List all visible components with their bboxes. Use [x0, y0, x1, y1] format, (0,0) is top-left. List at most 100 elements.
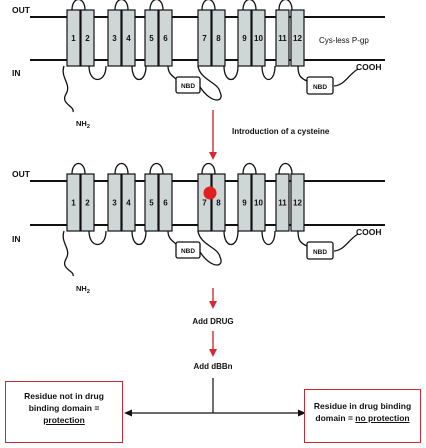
bottom-nbd1-label: NBD [181, 248, 195, 255]
bottom-helix-7-label: 7 [202, 199, 207, 208]
outcome-box-protection: Residue not in drug binding domain = pro… [5, 381, 123, 443]
top-linker [197, 65, 222, 101]
bottom-helix-11 [275, 173, 290, 232]
top-nbd2-link-in [297, 65, 308, 82]
top-helix-11 [275, 9, 290, 67]
bottom-helix-1-label: 1 [71, 199, 76, 208]
top-helix-8-label: 8 [216, 34, 221, 43]
bottom-ecl-6 [278, 162, 293, 175]
top-cooh-tail [333, 68, 359, 87]
top-out-label: OUT [12, 5, 31, 15]
top-nh2-tail [62, 65, 74, 113]
top-nbd1-label: NBD [181, 83, 195, 90]
bottom-out-label: OUT [12, 169, 31, 179]
top-helix-4-label: 4 [126, 34, 131, 43]
outcome-left-line2: binding domain = [28, 403, 100, 413]
top-nbd1-box [175, 76, 201, 94]
bottom-helix-4 [121, 173, 136, 232]
bottom-ecl-3 [149, 162, 164, 175]
top-ecl-3 [149, 0, 164, 11]
bottom-icl-1 [88, 230, 107, 246]
top-helix-7 [197, 9, 212, 67]
bottom-helix-3-label: 3 [112, 199, 117, 208]
top-helix-6-label: 6 [163, 34, 168, 43]
top-helix-3-label: 3 [112, 34, 117, 43]
outcome-right-line1: Residue in drug binding [313, 401, 412, 411]
top-helix-5 [144, 9, 159, 67]
top-helix-7-label: 7 [202, 34, 207, 43]
bottom-helix-9-label: 9 [242, 199, 247, 208]
bottom-helix-12 [290, 173, 305, 232]
top-icl-4 [223, 65, 239, 81]
bottom-helix-4-label: 4 [126, 199, 131, 208]
top-helix-8 [211, 9, 226, 67]
top-helix-5-label: 5 [149, 34, 154, 43]
top-icl-5 [261, 65, 276, 81]
bottom-helix-2 [80, 173, 95, 232]
top-helix-10-label: 10 [254, 34, 263, 43]
top-cooh-label: COOH [356, 62, 382, 72]
bottom-in-label: IN [12, 234, 21, 244]
bottom-icl-2 [131, 230, 147, 246]
top-helix-9 [237, 9, 252, 67]
step-add-drug: Add DRUG [192, 317, 233, 326]
branch-left-arrowhead [124, 409, 132, 417]
bottom-helix-6 [158, 173, 173, 232]
introduced-cysteine-marker [203, 186, 217, 200]
bottom-icl-4 [223, 230, 239, 246]
top-nh2-main: NH [76, 119, 87, 128]
bottom-nh2-subscript: 2 [87, 289, 90, 295]
bottom-cooh-label: COOH [356, 227, 382, 237]
top-ecl-1 [71, 0, 86, 11]
top-helix-2 [80, 9, 95, 67]
top-ecl-4 [201, 0, 216, 11]
outcome-left-line3: protection [43, 415, 85, 425]
top-helix-4 [121, 9, 136, 67]
step-add-dbbn: Add dBBn [193, 362, 232, 371]
bottom-nbd2-link-in [297, 230, 308, 247]
top-helix-12-label: 12 [293, 34, 302, 43]
bottom-helix-8-label: 8 [216, 199, 221, 208]
outcome-right-no-protection: no protection [355, 413, 410, 423]
top-nbd1-link-in [167, 65, 177, 80]
bottom-helix-11-label: 11 [278, 199, 287, 208]
bottom-ecl-2 [114, 162, 129, 175]
top-nh2-label: NH2 [76, 119, 90, 130]
bottom-cooh-tail [333, 233, 359, 252]
top-helix-9-label: 9 [242, 34, 247, 43]
bottom-helix-3 [107, 173, 122, 232]
bottom-ecl-1 [71, 162, 86, 175]
bottom-helix-2-label: 2 [85, 199, 90, 208]
bottom-helix-5 [144, 173, 159, 232]
bottom-ecl-4 [201, 162, 216, 175]
bottom-ecl-5 [242, 162, 257, 175]
top-helix-1-label: 1 [71, 34, 76, 43]
top-in-label: IN [12, 68, 21, 78]
bottom-linker [197, 230, 222, 266]
top-helix-6 [158, 9, 173, 67]
branch-right-arrowhead [298, 409, 306, 417]
top-helix-10 [251, 9, 266, 67]
top-helix-2-label: 2 [85, 34, 90, 43]
protein-label: Cys-less P-gp [319, 36, 369, 45]
top-nh2-subscript: 2 [87, 124, 90, 130]
top-nbd2-box [306, 76, 334, 95]
step-cysteine-label: Introduction of a cysteine [232, 127, 330, 136]
bottom-nbd1-link-in [167, 230, 177, 245]
bottom-helix-9 [237, 173, 252, 232]
bottom-helix-5-label: 5 [149, 199, 154, 208]
bottom-helix-8 [211, 173, 226, 232]
top-nbd2-label: NBD [313, 84, 327, 91]
top-ecl-2 [114, 0, 129, 11]
outcome-box-no-protection: Residue in drug binding domain = no prot… [304, 389, 421, 443]
top-helix-11-label: 11 [278, 34, 287, 43]
outcome-right-line2-prefix: domain = [315, 413, 356, 423]
top-helix-12 [290, 9, 305, 67]
bottom-nbd1-box [175, 241, 201, 259]
bottom-helix-10-label: 10 [254, 199, 263, 208]
top-icl-2 [131, 65, 147, 81]
bottom-helix-1 [66, 173, 81, 232]
